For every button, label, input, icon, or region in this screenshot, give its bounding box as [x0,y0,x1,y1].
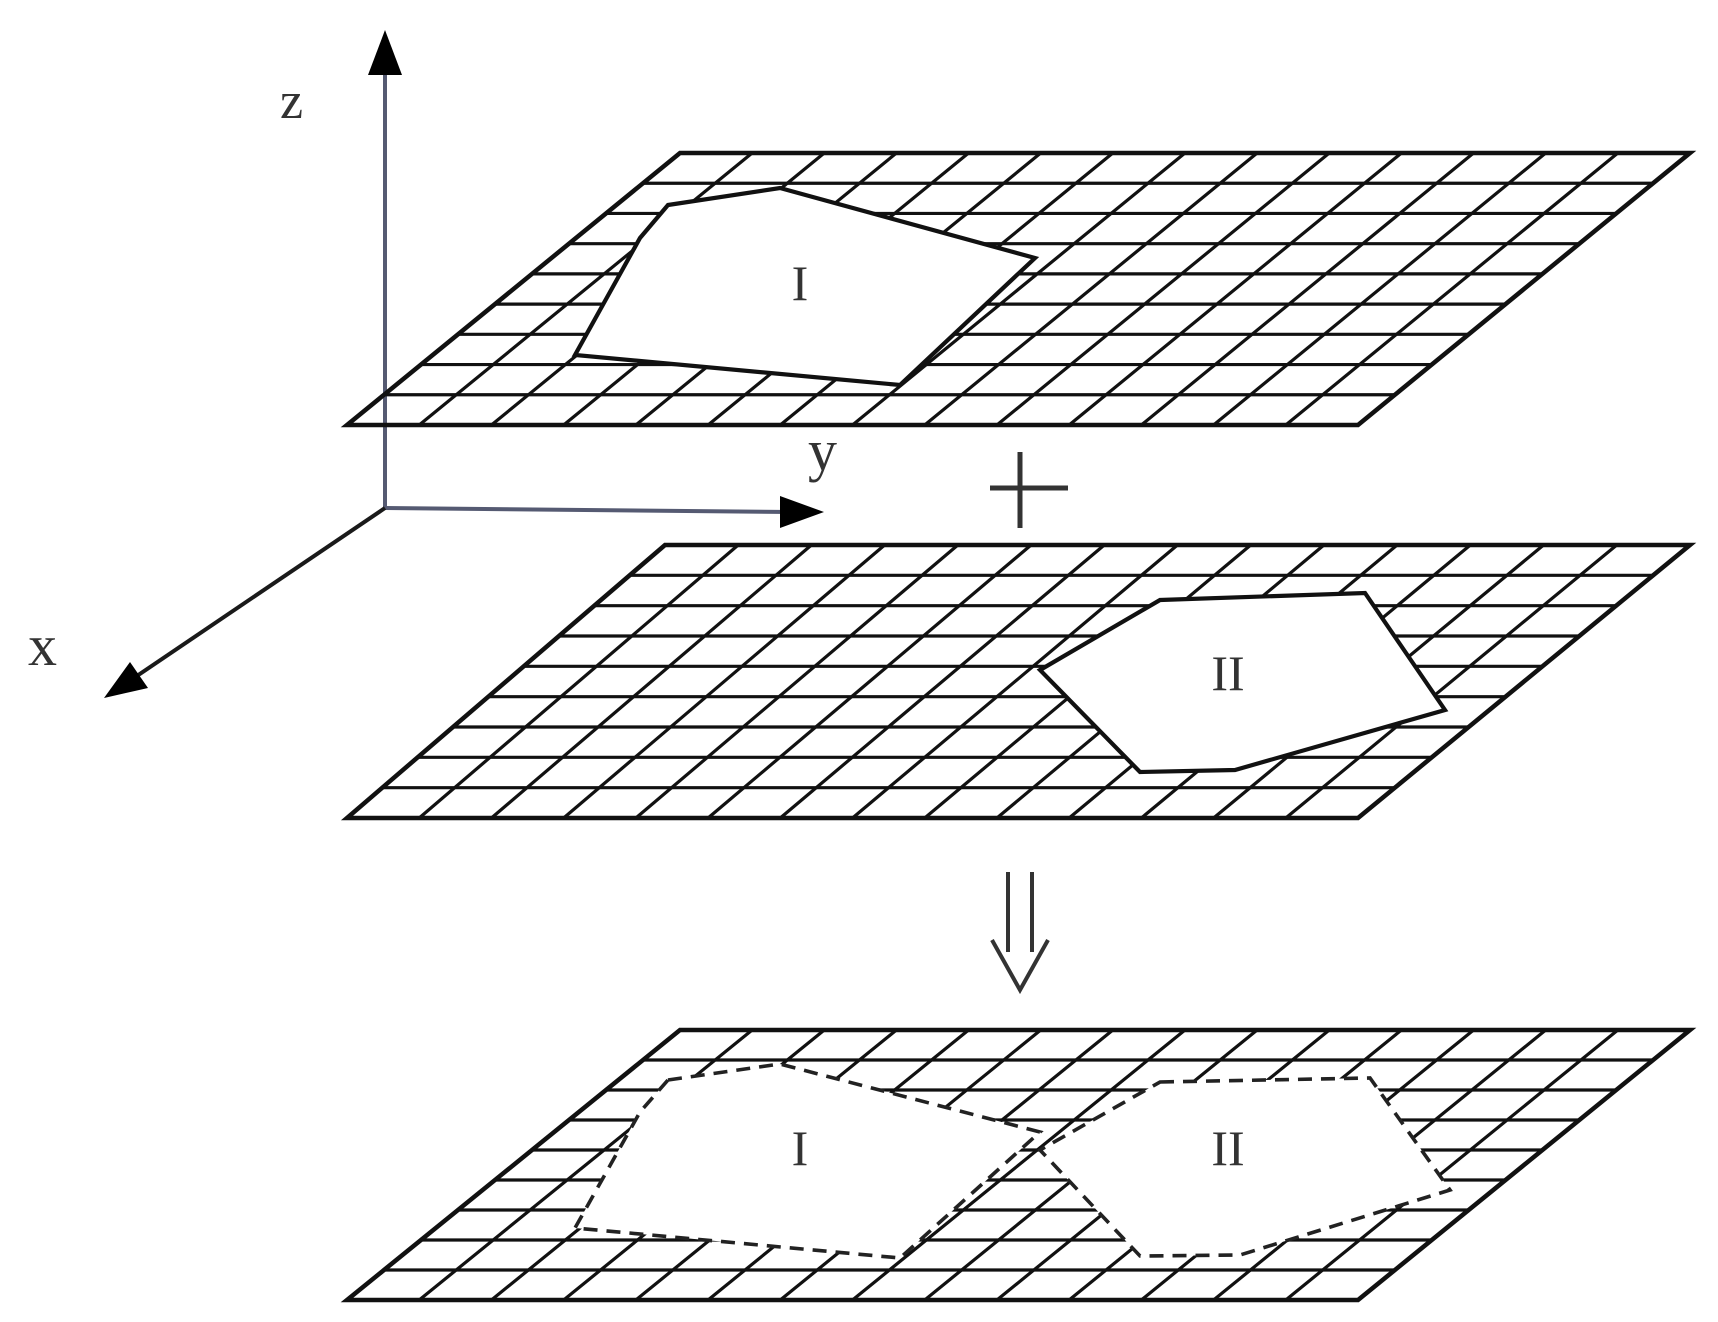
grid-column-line [418,151,754,427]
grid-column-line [995,151,1331,427]
grid-column-line [1212,151,1547,427]
plus-symbol [990,452,1068,528]
grid-column-line [490,543,813,820]
grid-column-line [707,543,1033,820]
region-II-middle [1036,590,1449,775]
region-II-middle-label: II [1211,645,1244,701]
region-I-top [571,185,1040,388]
grid-column-line [1284,1028,1619,1302]
grid-column-line [1140,151,1475,427]
grid-column-line [779,543,1106,820]
region-II-bottom [1037,1076,1453,1258]
y-axis-arrowhead [780,496,824,528]
grid-column-line [923,151,1259,427]
region-I-bottom-label: I [792,1120,809,1176]
middle-plane-grid [382,543,1654,820]
implies-arrow [990,872,1050,995]
grid-column-line [562,543,886,820]
middle-plane: II [340,542,1697,821]
region-I-bottom [572,1062,1044,1260]
x-axis-label: x [28,613,57,678]
bottom-plane-grid [384,1028,1654,1302]
bottom-plane: I II [340,1027,1697,1303]
region-II-bottom-label: II [1211,1120,1244,1176]
grid-column-line [851,1028,1187,1302]
top-plane: I [340,150,1697,428]
middle-plane-border [340,542,1697,821]
y-axis-label: y [808,418,837,483]
grid-column-line [851,543,1179,820]
region-I-top-label: I [792,255,809,311]
bottom-plane-border [340,1027,1697,1303]
grid-column-line [1068,151,1403,427]
grid-column-line [634,543,959,820]
z-axis-arrowhead [368,30,402,75]
grid-column-line [418,543,740,820]
z-axis-label: z [280,73,303,130]
top-plane-border [340,150,1697,428]
grid-column-line [1284,543,1618,820]
x-axis [126,506,387,684]
grid-column-line [1284,151,1619,427]
x-axis-arrowhead [104,662,148,698]
coordinate-axes: z y x [28,30,837,698]
top-plane-grid [384,151,1654,427]
y-axis [384,506,791,514]
